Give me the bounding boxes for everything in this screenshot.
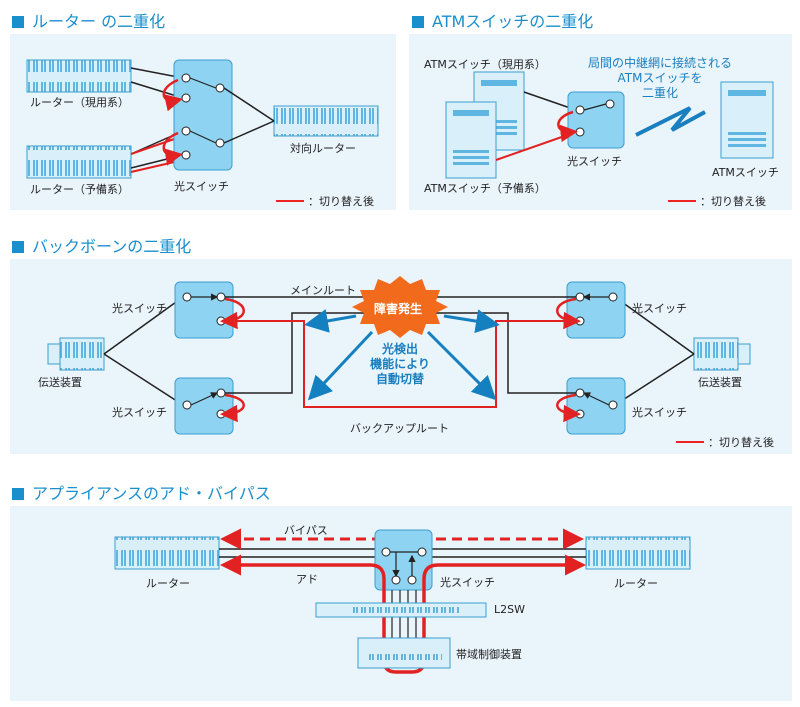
section-title-appliance: アプライアンスのアド・バイパス bbox=[12, 480, 271, 504]
label-appliance-optical-switch: 光スイッチ bbox=[440, 576, 495, 589]
router-standby-device bbox=[26, 145, 132, 179]
bandwidth-control-device bbox=[357, 637, 451, 669]
label-router-left: ルーター bbox=[146, 577, 190, 590]
detect-note: 光検出 機能により 自動切替 bbox=[350, 342, 450, 387]
label-backup-route: バックアップルート bbox=[350, 422, 449, 435]
transmit-right-device bbox=[693, 337, 751, 371]
legend-text: ：切り替え後 bbox=[308, 195, 374, 208]
atm-note: 局間の中継網に接続される ATMスイッチを 二重化 bbox=[570, 56, 750, 101]
section-title-backbone: バックボーンの二重化 bbox=[12, 233, 191, 257]
label-atm-remote: ATMスイッチ bbox=[712, 166, 779, 179]
label-bypass: バイパス bbox=[284, 524, 328, 537]
bullet-square bbox=[12, 241, 24, 253]
backbone-switch-bl bbox=[174, 377, 245, 435]
label-switch-tr: 光スイッチ bbox=[632, 302, 687, 315]
legend-atm: ：切り替え後 bbox=[668, 193, 766, 209]
legend-red-line bbox=[276, 200, 304, 202]
label-atm-standby: ATMスイッチ（予備系） bbox=[424, 182, 546, 195]
fault-starburst bbox=[352, 276, 448, 338]
label-atm-optical-switch: 光スイッチ bbox=[567, 155, 622, 168]
label-switch-br: 光スイッチ bbox=[632, 406, 687, 419]
router-active-device bbox=[26, 59, 132, 93]
bullet-square bbox=[12, 16, 24, 28]
switched-route-line bbox=[225, 320, 576, 408]
detect-note-line: 自動切替 bbox=[375, 372, 424, 386]
appliance-router-right bbox=[585, 536, 691, 570]
atm-standby-device bbox=[445, 101, 497, 179]
wireless-link-icon bbox=[635, 106, 706, 137]
section-title-text: ATMスイッチの二重化 bbox=[432, 12, 594, 31]
atm-section-diagram bbox=[445, 71, 774, 179]
appliance-router-left bbox=[114, 536, 220, 570]
section-title-text: ルーター の二重化 bbox=[32, 12, 166, 31]
label-switch-tl: 光スイッチ bbox=[112, 302, 167, 315]
router-optical-switch bbox=[162, 59, 233, 171]
atm-remote-device bbox=[720, 81, 774, 159]
bullet-square bbox=[412, 16, 424, 28]
fault-label: 障害発生 bbox=[374, 302, 423, 316]
appliance-optical-switch bbox=[374, 529, 433, 591]
label-add: アド bbox=[296, 573, 318, 586]
backbone-switch-tl bbox=[174, 281, 245, 339]
atm-note-line: 二重化 bbox=[641, 86, 678, 100]
peer-router-device bbox=[273, 105, 379, 137]
bullet-square bbox=[12, 488, 24, 500]
section-title-atm: ATMスイッチの二重化 bbox=[412, 8, 593, 32]
label-router-optical-switch: 光スイッチ bbox=[174, 180, 229, 193]
section-title-text: バックボーンの二重化 bbox=[32, 237, 192, 256]
section-title-text: アプライアンスのアド・バイパス bbox=[32, 484, 271, 503]
transmit-left-device bbox=[47, 337, 105, 371]
label-transmit-right: 伝送装置 bbox=[698, 376, 742, 389]
backbone-switch-br bbox=[556, 377, 626, 435]
legend-red-line bbox=[668, 200, 696, 202]
legend-red-line bbox=[676, 441, 704, 443]
section-title-router: ルーター の二重化 bbox=[12, 8, 165, 32]
legend-router: ：切り替え後 bbox=[276, 193, 374, 209]
atm-note-line: 局間の中継網に接続される bbox=[587, 56, 732, 70]
router-section-diagram bbox=[26, 59, 379, 179]
label-transmit-left: 伝送装置 bbox=[38, 376, 82, 389]
detect-note-line: 光検出 bbox=[381, 342, 418, 356]
label-bandwidth: 帯域制御装置 bbox=[456, 648, 522, 661]
label-router-standby: ルーター（予備系） bbox=[30, 183, 129, 196]
appliance-section-diagram bbox=[114, 528, 691, 674]
backbone-switch-tr bbox=[556, 281, 626, 339]
detect-note-line: 機能により bbox=[370, 357, 430, 371]
legend-text: ：切り替え後 bbox=[708, 436, 774, 449]
label-atm-active: ATMスイッチ（現用系） bbox=[424, 58, 546, 71]
label-main-route: メインルート bbox=[290, 284, 356, 297]
label-router-right: ルーター bbox=[614, 577, 658, 590]
l2sw-device bbox=[315, 602, 487, 618]
legend-backbone: ：切り替え後 bbox=[676, 434, 774, 450]
atm-optical-switch bbox=[557, 91, 625, 149]
label-peer-router: 対向ルーター bbox=[290, 142, 356, 155]
label-router-active: ルーター（現用系） bbox=[30, 96, 129, 109]
legend-text: ：切り替え後 bbox=[700, 195, 766, 208]
backbone-section-diagram bbox=[47, 276, 751, 435]
atm-note-line: ATMスイッチを bbox=[617, 71, 703, 85]
label-switch-bl: 光スイッチ bbox=[112, 406, 167, 419]
label-l2sw: L2SW bbox=[494, 603, 525, 616]
add-route-line bbox=[228, 563, 578, 674]
